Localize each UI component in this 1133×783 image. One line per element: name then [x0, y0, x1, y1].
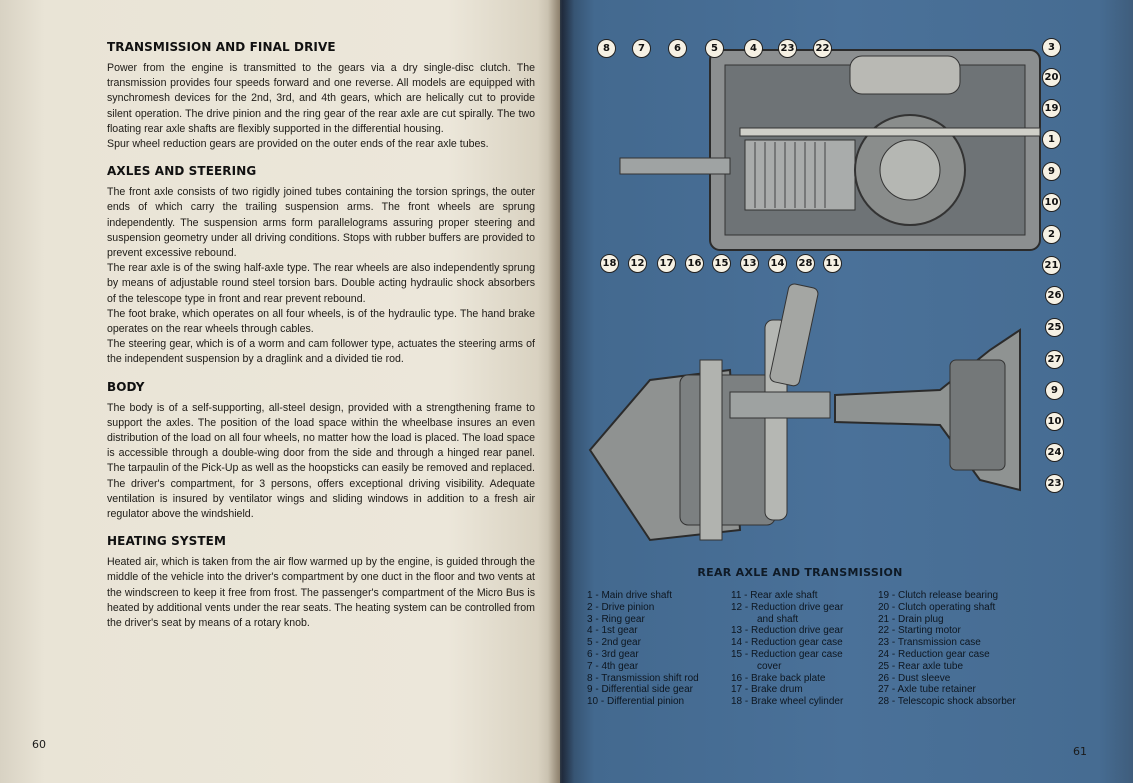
- legend-item: 28 - Telescopic shock absorber: [878, 696, 1016, 708]
- callout-marker: 16: [685, 254, 704, 273]
- legend-item: 13 - Reduction drive gear: [731, 625, 844, 637]
- legend-item: and shaft: [757, 613, 799, 625]
- callout-marker: 23: [778, 39, 797, 58]
- callout-marker: 6: [668, 39, 687, 58]
- callout-marker: 25: [1045, 318, 1064, 337]
- legend-item: 6 - 3rd gear: [587, 648, 639, 660]
- legend-item: 2 - Drive pinion: [587, 601, 655, 613]
- section-heading: BODY: [107, 379, 145, 394]
- callout-marker: 7: [632, 39, 651, 58]
- callout-marker: 10: [1045, 412, 1064, 431]
- callout-marker: 17: [657, 254, 676, 273]
- legend-item: 3 - Ring gear: [587, 613, 645, 625]
- legend-item: 23 - Transmission case: [878, 637, 981, 649]
- legend-item: 5 - 2nd gear: [587, 637, 641, 649]
- section-heading: HEATING SYSTEM: [107, 534, 227, 549]
- left-page: [0, 0, 560, 783]
- callout-marker: 5: [705, 39, 724, 58]
- legend-item: 11 - Rear axle shaft: [731, 590, 818, 601]
- legend-item: 26 - Dust sleeve: [878, 672, 951, 684]
- legend-item: 12 - Reduction drive gear: [731, 601, 844, 613]
- legend-column-1: 1 - Main drive shaft 2 - Drive pinion 3 …: [587, 590, 699, 708]
- callout-marker: 9: [1045, 381, 1064, 400]
- legend-item: cover: [757, 660, 782, 672]
- legend-item: 22 - Starting motor: [878, 625, 961, 637]
- legend-item: 1 - Main drive shaft: [587, 590, 673, 601]
- figure-caption: REAR AXLE AND TRANSMISSION: [697, 566, 903, 579]
- callout-marker: 19: [1042, 99, 1061, 118]
- page-number-left: 60: [32, 738, 46, 751]
- callout-marker: 9: [1042, 162, 1061, 181]
- lower-rear-axle-drawing: [588, 283, 1021, 542]
- transmission-cutaway-figure: [588, 49, 1041, 542]
- section-heading: TRANSMISSION AND FINAL DRIVE: [107, 40, 336, 54]
- page-number-right: 61: [1073, 745, 1087, 758]
- legend-item: 8 - Transmission shift rod: [587, 672, 699, 684]
- callout-marker: 1: [1042, 130, 1061, 149]
- callout-marker: 24: [1045, 443, 1064, 462]
- callout-marker: 23: [1045, 474, 1064, 493]
- legend-item: 9 - Differential side gear: [587, 684, 693, 696]
- legend-item: 4 - 1st gear: [587, 625, 638, 637]
- body-paragraph: The steering gear, which is of a worm an…: [107, 338, 535, 366]
- body-paragraph: The rear axle is of the swing half-axle …: [107, 262, 535, 305]
- callout-marker: 8: [597, 39, 616, 58]
- body-paragraph: The body is of a self-supporting, all-st…: [107, 401, 535, 521]
- callout-marker: 22: [813, 39, 832, 58]
- legend-item: 10 - Differential pinion: [587, 696, 685, 708]
- body-paragraph: Spur wheel reduction gears are provided …: [107, 138, 489, 151]
- body-paragraph: Heated air, which is taken from the air …: [107, 556, 535, 630]
- body-paragraph: Power from the engine is transmitted to …: [107, 62, 535, 135]
- legend-item: 7 - 4th gear: [587, 660, 639, 672]
- callout-marker: 18: [600, 254, 619, 273]
- callout-marker: 3: [1042, 38, 1061, 57]
- callout-marker: 4: [744, 39, 763, 58]
- callout-marker: 21: [1042, 256, 1061, 275]
- callout-marker: 13: [740, 254, 759, 273]
- callout-marker: 28: [796, 254, 815, 273]
- book-gutter: [548, 0, 574, 783]
- legend-column-2: 11 - Rear axle shaft 12 - Reduction driv…: [731, 590, 843, 708]
- legend-item: 14 - Reduction gear case: [731, 637, 843, 649]
- left-text-column: TRANSMISSION AND FINAL DRIVE Power from …: [107, 40, 535, 631]
- legend-item: 20 - Clutch operating shaft: [878, 601, 996, 613]
- legend-item: 16 - Brake back plate: [731, 672, 826, 684]
- legend-item: 25 - Rear axle tube: [878, 660, 964, 672]
- body-paragraph: The front axle consists of two rigidly j…: [107, 186, 535, 260]
- upper-transmission-drawing: [619, 49, 1041, 251]
- legend-item: 15 - Reduction gear case: [731, 648, 843, 660]
- legend-column-3: 19 - Clutch release bearing 20 - Clutch …: [878, 590, 1016, 708]
- legend-item: 18 - Brake wheel cylinder: [731, 696, 844, 708]
- callout-marker: 10: [1042, 193, 1061, 212]
- legend-item: 17 - Brake drum: [731, 684, 803, 696]
- callout-marker: 15: [712, 254, 731, 273]
- callout-marker: 26: [1045, 286, 1064, 305]
- callout-marker: 11: [823, 254, 842, 273]
- legend-item: 27 - Axle tube retainer: [878, 684, 976, 696]
- callout-marker: 12: [628, 254, 647, 273]
- callout-marker: 14: [768, 254, 787, 273]
- body-paragraph: The foot brake, which operates on all fo…: [107, 307, 535, 336]
- callout-marker: 20: [1042, 68, 1061, 87]
- legend-item: 24 - Reduction gear case: [878, 648, 990, 660]
- callout-marker: 2: [1042, 225, 1061, 244]
- section-heading: AXLES AND STEERING: [107, 164, 257, 179]
- legend-item: 19 - Clutch release bearing: [878, 590, 999, 601]
- legend-item: 21 - Drain plug: [878, 613, 944, 625]
- callout-marker: 27: [1045, 350, 1064, 369]
